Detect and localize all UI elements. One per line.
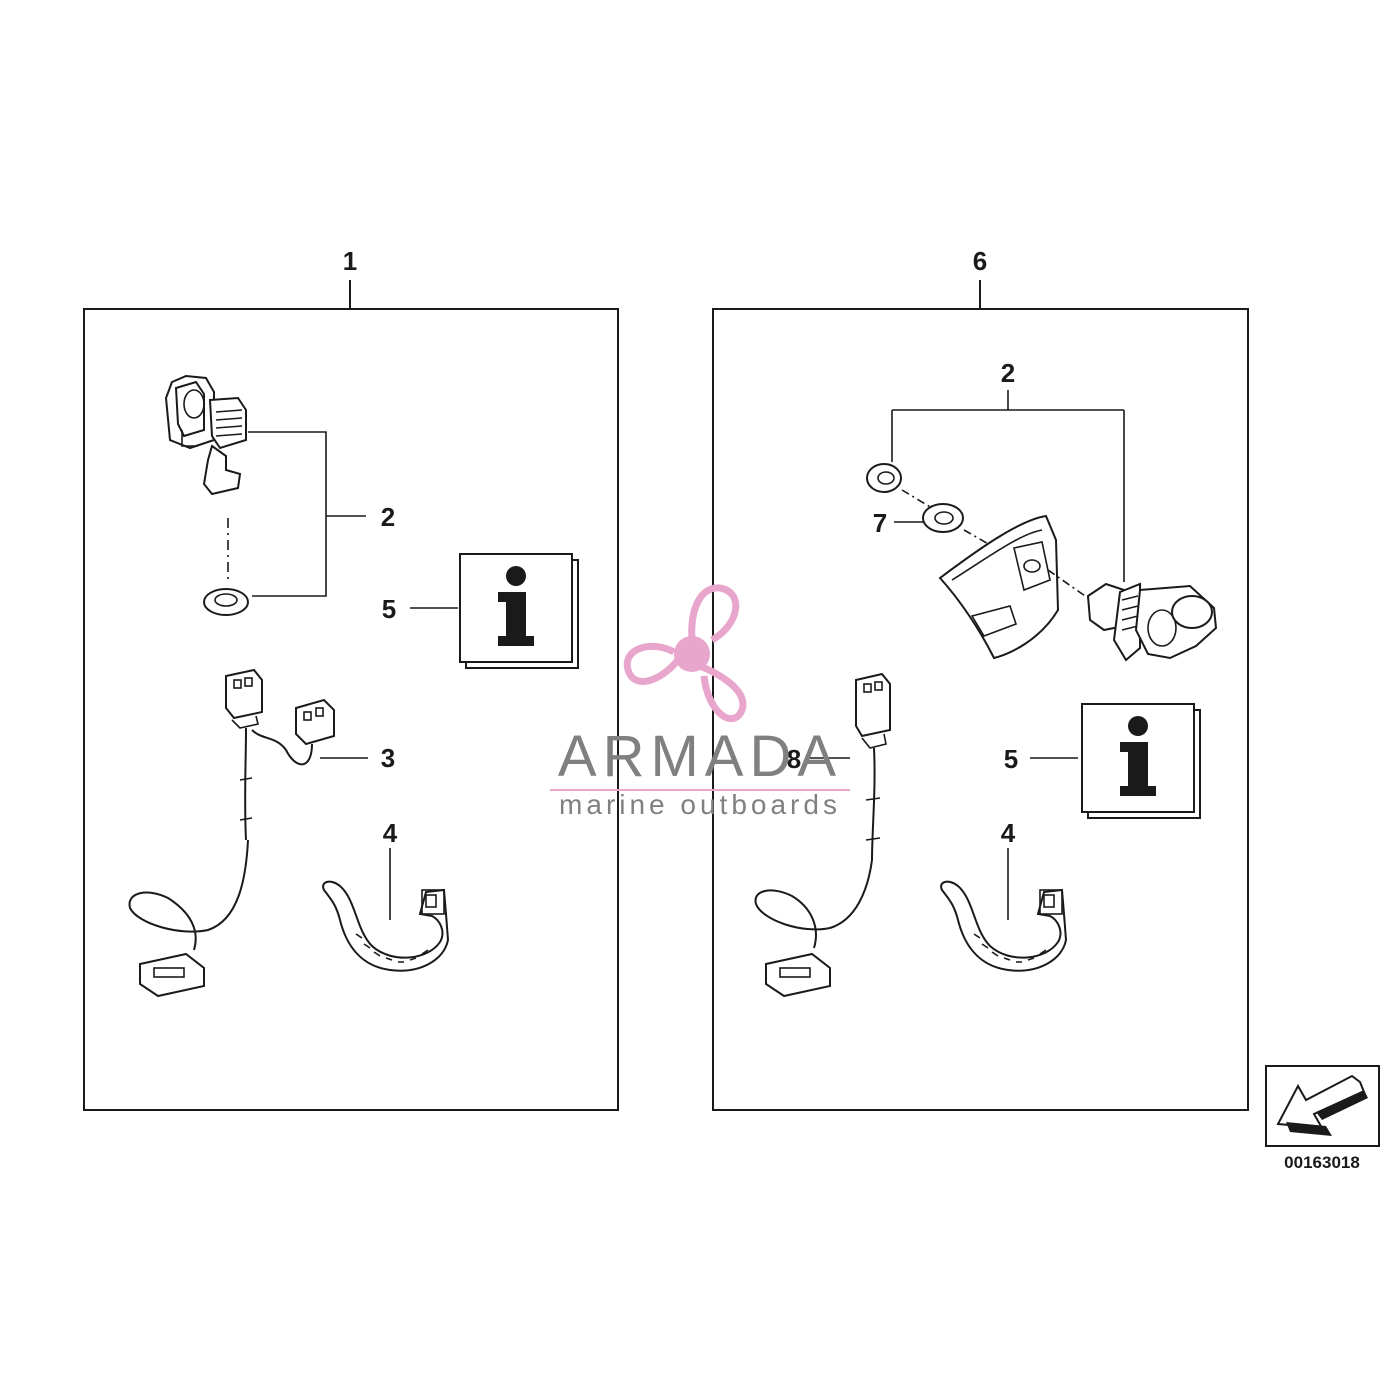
left-washer-part[interactable] <box>203 588 249 616</box>
callout-left-info[interactable]: 5 <box>382 594 396 624</box>
watermark-subtitle: marine outboards <box>559 789 841 820</box>
diagram-code: 00163018 <box>1284 1153 1360 1172</box>
callout-left-kit[interactable]: 1 <box>343 246 357 276</box>
right-washer-part[interactable] <box>922 503 964 533</box>
callout-left-socket[interactable]: 2 <box>381 502 395 532</box>
propeller-logo-icon <box>623 584 747 723</box>
callout-left-harness[interactable]: 3 <box>381 743 395 773</box>
callout-left-clamp[interactable]: 4 <box>383 818 398 848</box>
left-socket-part[interactable] <box>164 374 247 496</box>
right-bracket-part[interactable] <box>938 514 1060 660</box>
info-icon[interactable] <box>1081 703 1201 819</box>
right-clamp-part[interactable] <box>940 880 1068 972</box>
watermark: ARMADA marine outboards <box>550 584 850 820</box>
callout-right-kit[interactable]: 6 <box>973 246 987 276</box>
direction-arrow-icon <box>1265 1065 1380 1147</box>
right-cable-part[interactable] <box>754 672 891 998</box>
right-socket-part[interactable] <box>1086 582 1218 662</box>
callout-right-info[interactable]: 5 <box>1004 744 1018 774</box>
callout-right-socket[interactable]: 2 <box>1001 358 1015 388</box>
right-kit-panel: 6 2 7 <box>712 246 1249 1111</box>
watermark-title: ARMADA <box>558 724 842 789</box>
callout-right-clamp[interactable]: 4 <box>1001 818 1016 848</box>
left-clamp-part[interactable] <box>322 880 450 972</box>
info-icon[interactable] <box>459 553 579 669</box>
callout-right-washer[interactable]: 7 <box>873 508 887 538</box>
left-kit-panel: 1 2 5 <box>83 246 619 1111</box>
callout-right-cable[interactable]: 8 <box>787 744 801 774</box>
left-harness-part[interactable] <box>128 668 335 998</box>
right-nut-part[interactable] <box>866 463 902 493</box>
